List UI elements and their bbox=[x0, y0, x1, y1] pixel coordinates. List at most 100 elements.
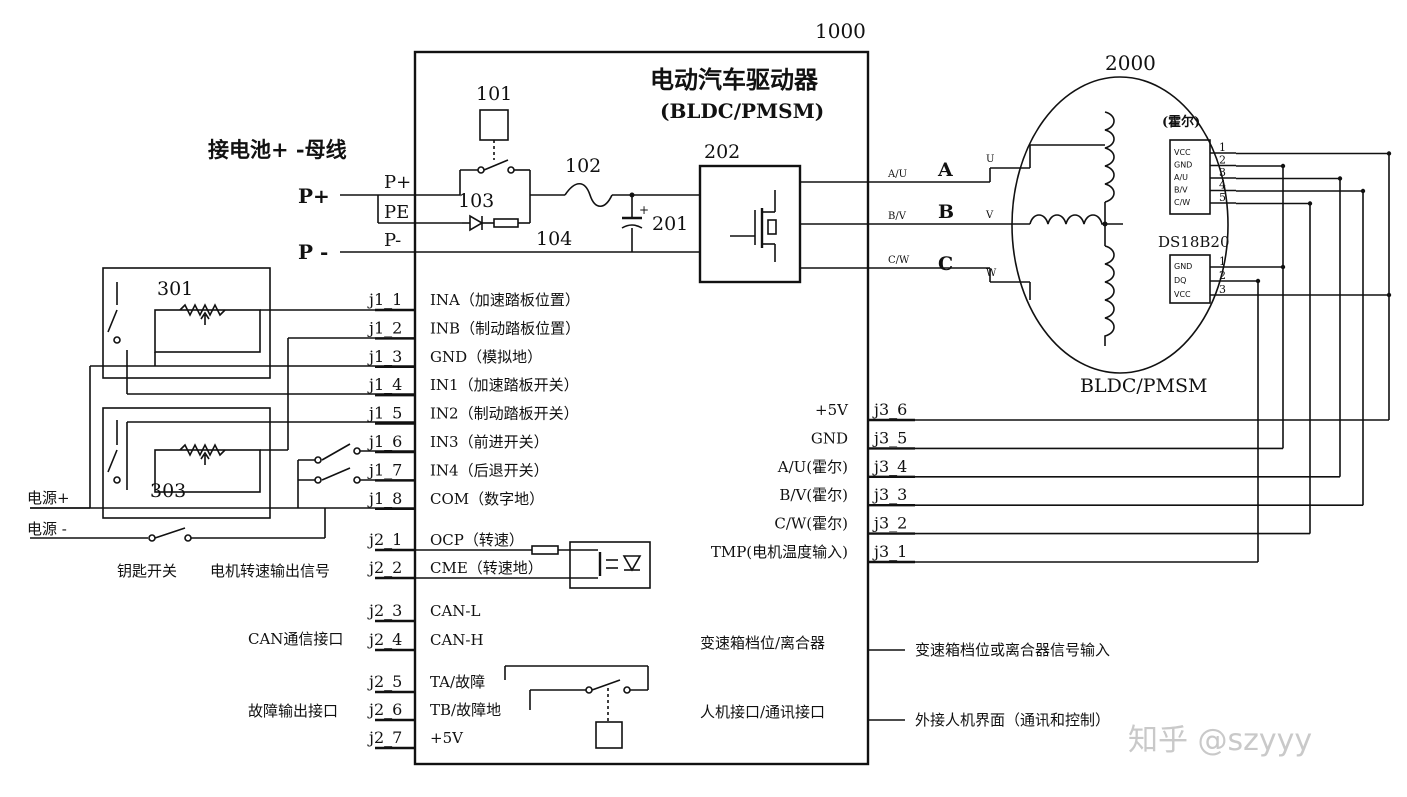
j3-pin-name: j3_1 bbox=[872, 542, 907, 561]
temp-pin-number: 3 bbox=[1219, 283, 1226, 296]
j3-pin-label: A/U(霍尔) bbox=[777, 458, 848, 476]
j1-pin-name: j1_7 bbox=[367, 460, 402, 479]
temp-title: DS18B20 bbox=[1158, 233, 1230, 251]
j2-pin-name: j2_6 bbox=[367, 700, 402, 719]
label-speed-out: 电机转速输出信号 bbox=[210, 562, 330, 580]
fuse-102 bbox=[564, 182, 613, 208]
hmi-inside: 人机接口/通讯接口 bbox=[700, 703, 825, 721]
sw-rev-blade bbox=[321, 467, 351, 481]
temp-pin-name: VCC bbox=[1174, 290, 1191, 299]
pedal-brake-outer bbox=[102, 407, 271, 519]
temp-pin-number: 2 bbox=[1219, 269, 1226, 282]
ref-103: 103 bbox=[458, 190, 494, 212]
phase-c: C bbox=[938, 253, 953, 275]
ref-104: 104 bbox=[536, 228, 572, 250]
j1-pin-label: INA（加速踏板位置） bbox=[430, 291, 580, 309]
opto-led bbox=[622, 555, 642, 572]
pedal-accel-outer bbox=[102, 267, 271, 379]
j2-pin-label: CAN-H bbox=[430, 631, 484, 649]
j3-route-node bbox=[1280, 163, 1286, 169]
hall-pin-name: B/V bbox=[1174, 186, 1188, 195]
j3-pin-name: j3_4 bbox=[872, 457, 907, 476]
j3-pin-label: GND bbox=[811, 429, 848, 447]
j3-pin-name: j3_2 bbox=[872, 514, 907, 533]
pot-brake-wiper bbox=[200, 451, 210, 465]
j1-pin-label: IN2（制动踏板开关） bbox=[430, 405, 579, 423]
j1-pin-label: IN4（后退开关） bbox=[430, 461, 549, 479]
pot-accel-wiper bbox=[200, 311, 210, 325]
hall-pin-name: A/U bbox=[1174, 173, 1188, 182]
j1-pin-name: j1_5 bbox=[367, 404, 402, 423]
j3-pin-name: j3_3 bbox=[872, 485, 907, 504]
hall-pin-number: 5 bbox=[1219, 191, 1226, 204]
j3-route-node bbox=[1280, 264, 1286, 270]
ref-303: 303 bbox=[150, 480, 186, 502]
phase-wire-c: C/W bbox=[888, 255, 910, 266]
j3-route-node bbox=[1386, 151, 1392, 156]
j2-pin-label: TA/故障 bbox=[430, 673, 485, 691]
label-power-minus: 电源 - bbox=[27, 520, 67, 538]
inverter-202 bbox=[698, 164, 802, 284]
j2-pin-label: +5V bbox=[430, 729, 464, 747]
j1-pin-label: GND（模拟地） bbox=[430, 348, 542, 366]
key-switch-b bbox=[184, 534, 192, 542]
hmi-outside: 外接人机界面（通讯和控制） bbox=[915, 711, 1110, 729]
gear-outside: 变速箱档位或离合器信号输入 bbox=[915, 641, 1110, 659]
ref-301: 301 bbox=[157, 278, 193, 300]
sw-fwd-b bbox=[353, 447, 361, 455]
phase-a: A bbox=[937, 159, 953, 181]
j1-pin-name: j1_4 bbox=[367, 375, 402, 394]
j2-pin-name: j2_2 bbox=[367, 558, 402, 577]
j3-route-node bbox=[1337, 176, 1343, 181]
terminal-pe: PE bbox=[384, 202, 409, 223]
watermark: 知乎 @szyyy bbox=[1128, 723, 1312, 758]
motor-ref: 2000 bbox=[1105, 51, 1156, 75]
sw-accel-node bbox=[113, 336, 121, 344]
j3-pin-name: j3_6 bbox=[872, 400, 907, 419]
hall-pin-number: 1 bbox=[1219, 141, 1226, 154]
sw-fwd-blade bbox=[321, 443, 351, 461]
key-switch-blade bbox=[154, 527, 186, 539]
j1-pin-label: COM（数字地） bbox=[430, 490, 544, 508]
winding-u-coil bbox=[1104, 111, 1115, 203]
hall-pin-name: GND bbox=[1174, 161, 1192, 170]
terminal-p-plus: P+ bbox=[384, 172, 411, 193]
battery-caption: 接电池+ -母线 bbox=[208, 137, 347, 162]
j3-pin-name: j3_5 bbox=[872, 428, 907, 447]
label-fault-if: 故障输出接口 bbox=[248, 702, 338, 720]
sw-brake-node bbox=[113, 476, 121, 484]
j3-pin-label: +5V bbox=[815, 401, 849, 419]
temp-block bbox=[1169, 254, 1211, 304]
hall-block bbox=[1169, 139, 1211, 215]
resistor-104 bbox=[493, 218, 519, 228]
temp-pin-number: 1 bbox=[1219, 255, 1226, 268]
j3-pin-label: B/V(霍尔) bbox=[779, 486, 848, 504]
opto-resistor bbox=[531, 545, 559, 555]
temp-pin-name: GND bbox=[1174, 262, 1192, 271]
star-node bbox=[1102, 221, 1108, 227]
j1-pin-name: j1_3 bbox=[367, 347, 402, 366]
winding-v-coil bbox=[1029, 214, 1123, 225]
driver-ref: 1000 bbox=[815, 19, 866, 43]
j3-route-node bbox=[1255, 278, 1261, 284]
cap-plate-bot bbox=[621, 224, 643, 229]
relay-101 bbox=[479, 109, 509, 141]
hall-pin-name: VCC bbox=[1174, 148, 1191, 157]
hall-pin-number: 3 bbox=[1219, 166, 1226, 179]
driver-title: 电动汽车驱动器 bbox=[650, 65, 819, 94]
motor-name: BLDC/PMSM bbox=[1080, 375, 1207, 397]
sw-fwd-a bbox=[314, 456, 322, 464]
winding-v: V bbox=[985, 210, 994, 221]
j3-pin-label: C/W(霍尔) bbox=[774, 515, 848, 533]
pot-brake-resistor bbox=[179, 443, 226, 457]
phase-wire-b: B/V bbox=[888, 211, 907, 222]
terminal-p-minus: P- bbox=[384, 230, 401, 251]
winding-w: W bbox=[986, 268, 997, 279]
pot-accel-resistor bbox=[179, 303, 226, 317]
gear-inside: 变速箱档位/离合器 bbox=[700, 634, 825, 652]
motor-circle bbox=[1011, 76, 1229, 374]
winding-w-coil bbox=[1104, 245, 1115, 346]
